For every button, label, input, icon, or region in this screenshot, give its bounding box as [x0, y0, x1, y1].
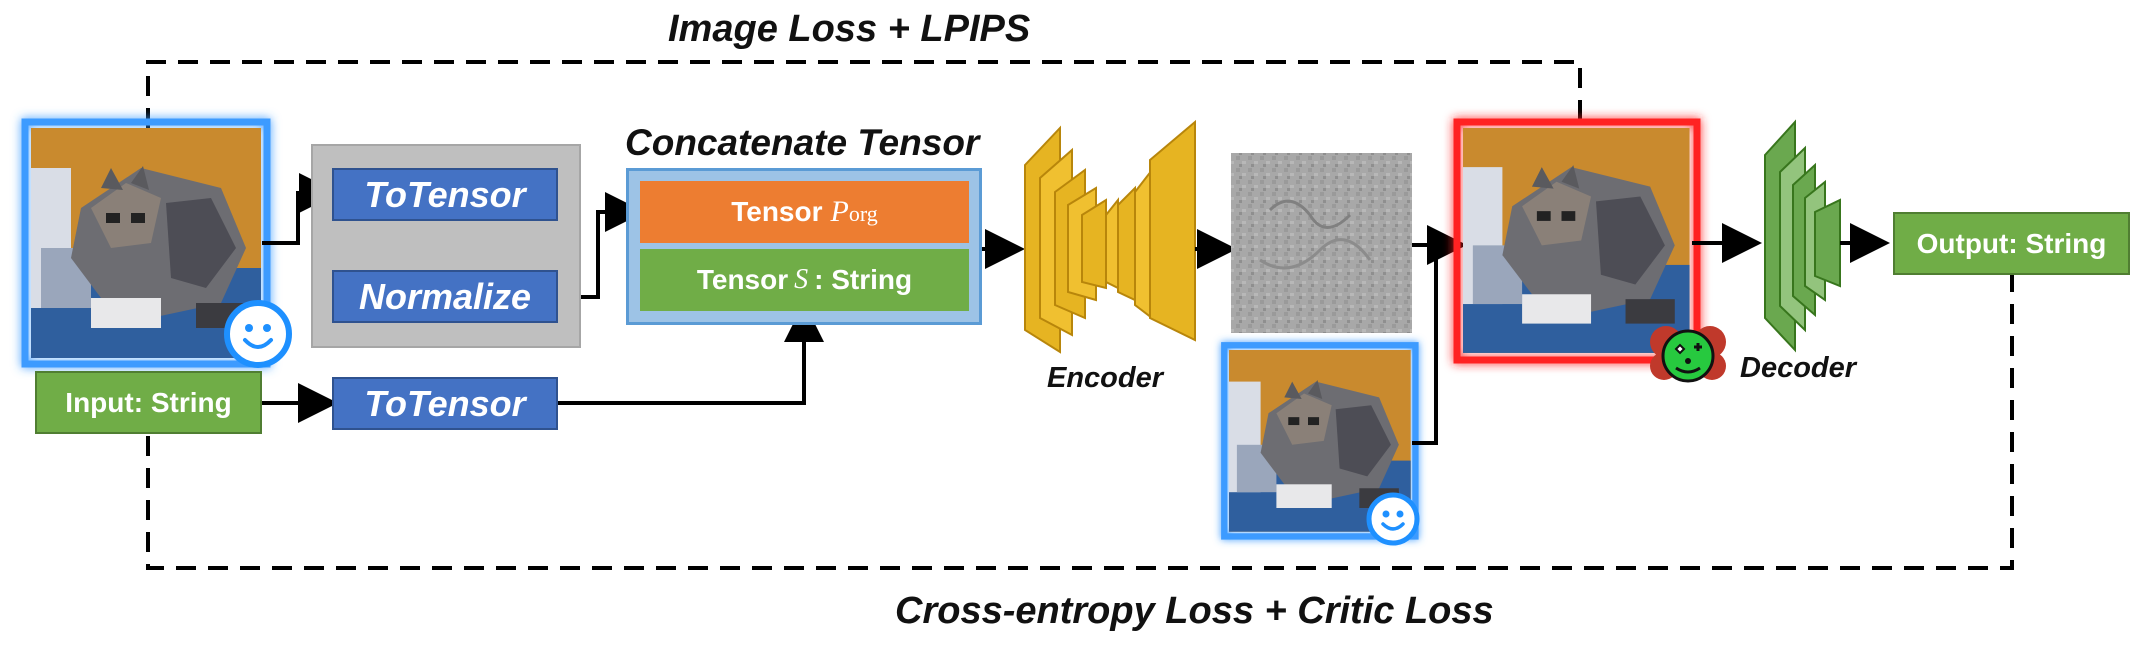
- smile-icon: [224, 300, 292, 368]
- clown-face-icon: [1650, 326, 1726, 383]
- output-string-box: Output: String: [1893, 212, 2130, 275]
- input-string-box: Input: String: [35, 371, 262, 434]
- clean-image-2: [1221, 342, 1419, 540]
- ce-loss-title: Cross-entropy Loss + Critic Loss: [895, 590, 1494, 632]
- decoder-shape: [1764, 119, 1841, 353]
- encoder-label: Encoder: [1047, 362, 1164, 394]
- tensor-p-prefix: Tensor: [731, 196, 823, 227]
- perturbation-image: [1231, 153, 1412, 333]
- concat-title: Concatenate Tensor: [625, 122, 980, 163]
- adversarial-image: [1453, 118, 1701, 364]
- ce-loss-loop: [146, 275, 2014, 570]
- image-loss-title: Image Loss + LPIPS: [668, 8, 1031, 50]
- image-loss-loop: [146, 60, 1582, 128]
- to-tensor-2-box: ToTensor: [332, 377, 558, 430]
- decoder-label: Decoder: [1740, 352, 1857, 384]
- smile-icon-2: [1366, 492, 1420, 546]
- encoder-shape: [1024, 119, 1196, 354]
- tensor-s-symbol: S: [794, 264, 809, 295]
- tensor-p-symbol: Porg: [830, 195, 878, 228]
- tensor-s-suffix: : String: [814, 264, 913, 295]
- tensor-s-prefix: Tensor: [696, 264, 789, 295]
- to-tensor-box: ToTensor: [332, 168, 558, 221]
- normalize-box: Normalize: [332, 270, 558, 323]
- tensor-p-box: Tensor Porg: [640, 181, 969, 243]
- tensor-s-box: Tensor S : String: [640, 249, 969, 311]
